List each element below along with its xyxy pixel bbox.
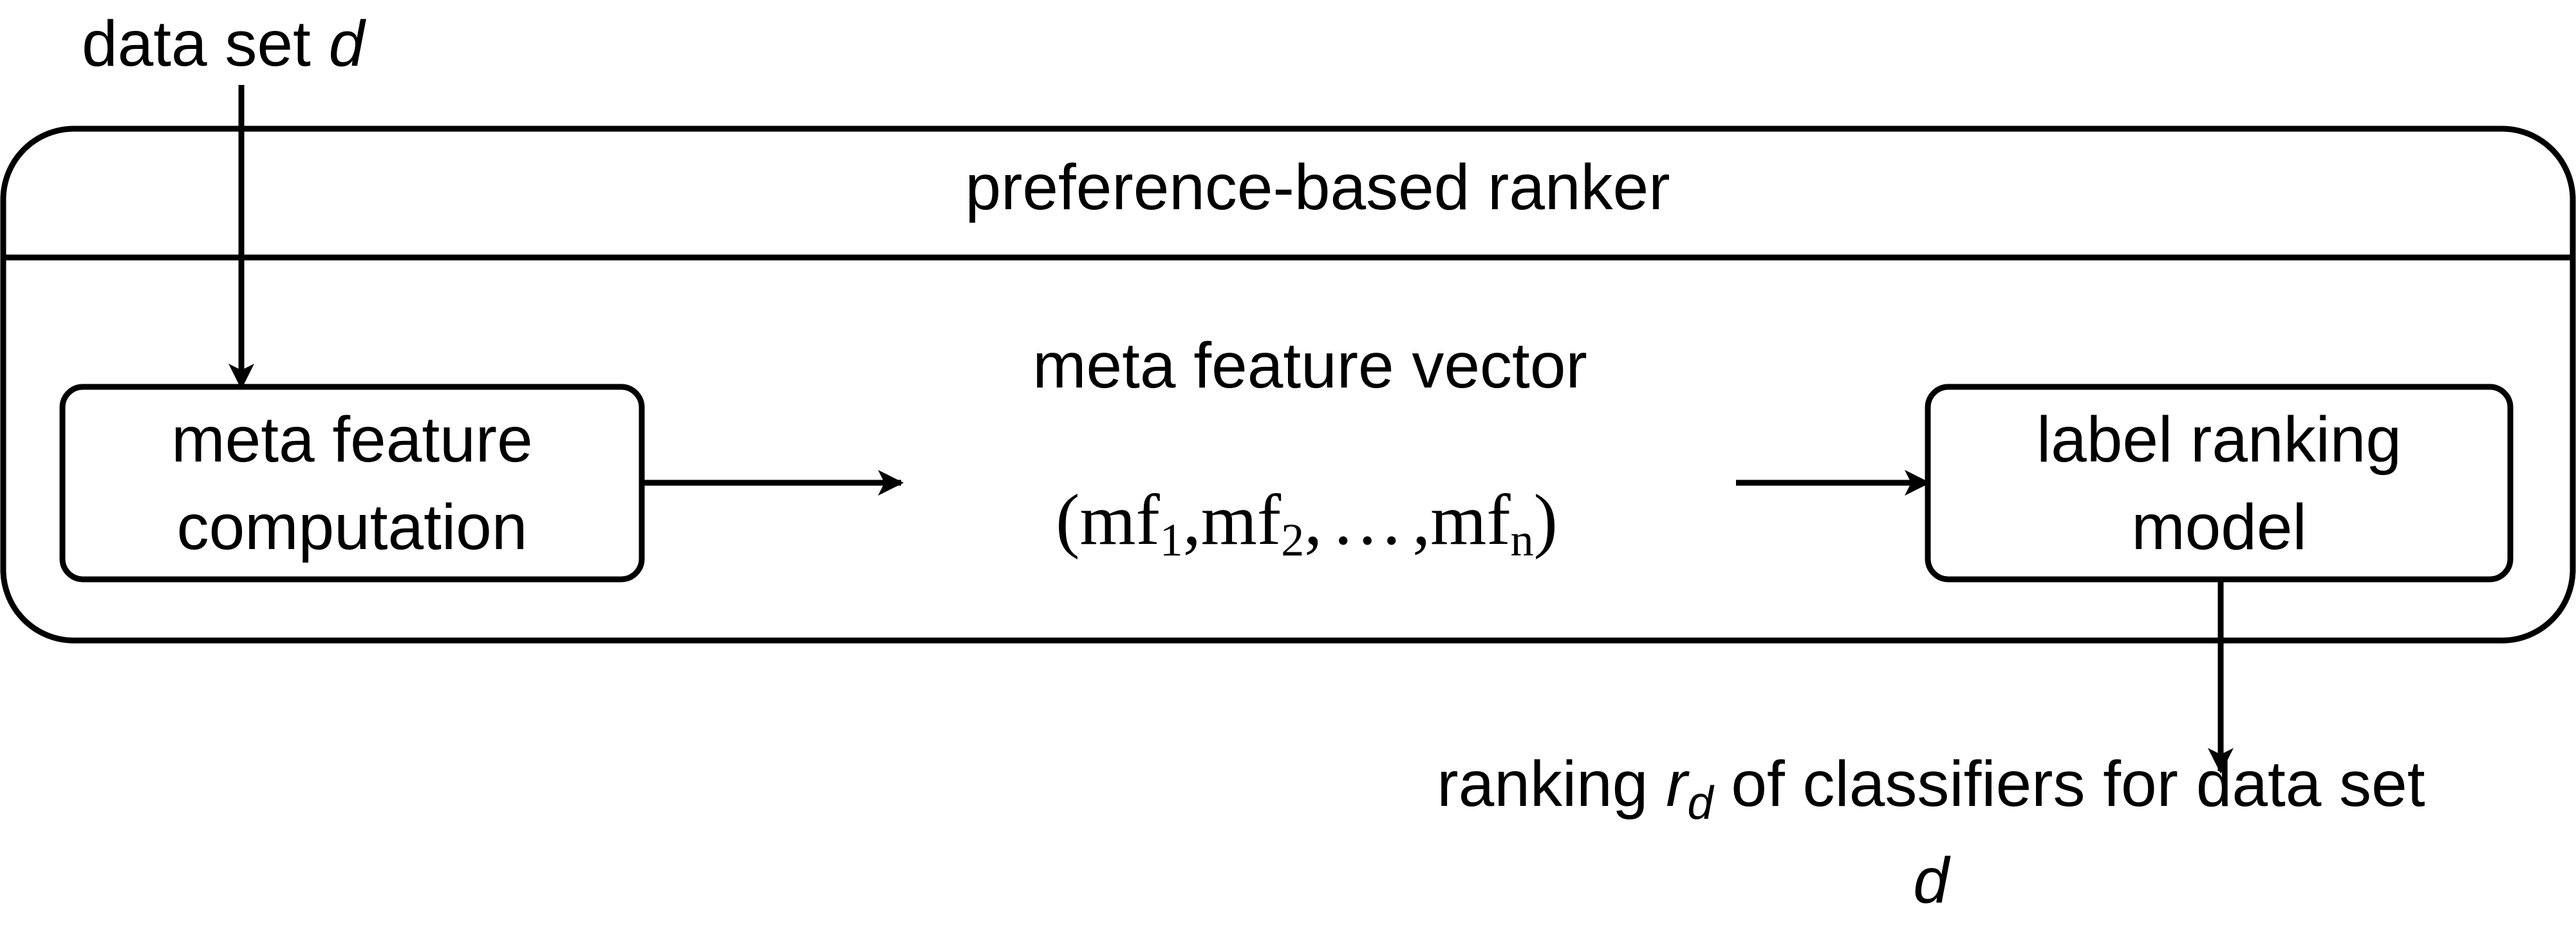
meta-feature-computation-line2: computation [176, 490, 528, 563]
label-ranking-model-label: label ranking model [1928, 387, 2510, 579]
output-r: r [1666, 748, 1688, 820]
formula-open-paren: ( [1056, 480, 1080, 560]
meta-feature-computation-line1: meta feature [171, 403, 533, 476]
formula-mf-1: mf [1079, 480, 1160, 560]
label-ranking-model-line1: label ranking [2036, 403, 2402, 476]
formula-sub-2: 2 [1281, 514, 1305, 566]
formula-sep-1: , [1182, 480, 1201, 560]
formula-sep-2: , [1304, 480, 1323, 560]
input-label-text: data set [82, 8, 329, 80]
output-label-line2: d [1913, 848, 1949, 913]
meta-feature-computation-label: meta feature computation [62, 387, 642, 579]
output-r-sub: d [1687, 778, 1713, 830]
label-ranking-model-line2: model [2131, 490, 2307, 563]
formula-mf-2: mf [1200, 480, 1282, 560]
formula-sub-1: 1 [1159, 514, 1183, 566]
formula-mf-n: mf [1430, 480, 1511, 560]
formula-sub-n: n [1510, 514, 1534, 566]
ranker-container [0, 126, 2576, 644]
formula-ellipsis: … [1331, 480, 1404, 560]
formula-close-paren: ) [1533, 480, 1558, 560]
output-line2: d [1913, 845, 1949, 917]
output-suffix: of classifiers for data set [1713, 748, 2425, 820]
vector-formula: (mf1,mf2,…,mfn) [1056, 484, 1558, 563]
formula-sep-3: , [1412, 480, 1431, 560]
input-label: data set d [82, 12, 364, 76]
output-prefix: ranking [1437, 748, 1666, 820]
input-label-var: d [328, 8, 365, 80]
vector-title-text: meta feature vector [1032, 330, 1587, 402]
ranker-title: preference-based ranker [965, 155, 1670, 219]
vector-title: meta feature vector [1032, 333, 1587, 398]
output-label-line1: ranking rd of classifiers for data set [1437, 752, 2425, 827]
ranker-title-text: preference-based ranker [965, 151, 1670, 223]
